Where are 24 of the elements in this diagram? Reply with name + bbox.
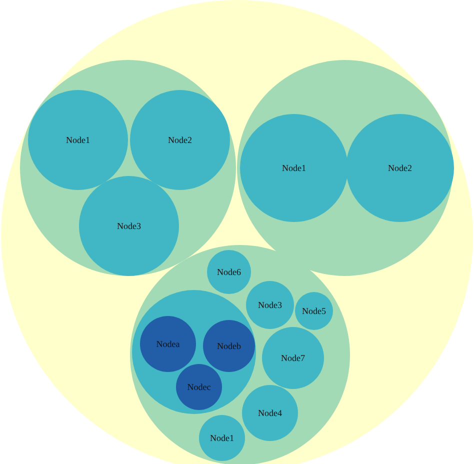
node-label: Node3 <box>258 300 282 310</box>
node-label: Node7 <box>281 353 305 363</box>
node-circle <box>246 281 294 329</box>
node-label: Nodea <box>156 339 180 349</box>
node-label: Node2 <box>168 135 192 145</box>
node-label: Node2 <box>388 163 412 173</box>
node-label: Node6 <box>217 267 241 277</box>
node-label: Node4 <box>258 408 282 418</box>
group-circle <box>132 290 256 414</box>
node-label: Node3 <box>117 221 141 231</box>
node-circle <box>140 316 196 372</box>
node-label: Node5 <box>302 306 326 316</box>
node-circle <box>207 250 251 294</box>
node-label: Nodec <box>187 382 211 392</box>
node-label: Node1 <box>210 433 234 443</box>
node-circle <box>203 320 255 372</box>
node-label: Node1 <box>282 163 306 173</box>
node-label: Node1 <box>66 135 90 145</box>
node-circle <box>262 327 324 389</box>
node-circle <box>242 385 298 441</box>
node-label: Nodeb <box>217 341 241 351</box>
node-circle <box>176 364 222 410</box>
node-circle <box>199 415 245 461</box>
node-circle <box>295 292 333 330</box>
